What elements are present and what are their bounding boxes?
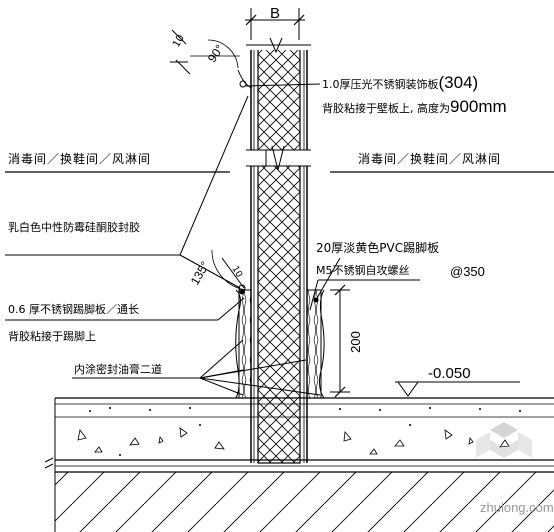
sealant-note: 乳白色中性防霉硅酮胶封胶 (8, 220, 140, 234)
svg-text:背胶粘接于壁板上, 高度为900mm: 背胶粘接于壁板上, 高度为900mm (322, 97, 507, 116)
angle-90-label: 90° (205, 42, 227, 65)
level-mark-label: -0.050 (428, 365, 471, 382)
steel-kick-note-line2: 背胶粘接于踢脚上 (8, 329, 96, 343)
level-mark: -0.050 (395, 365, 520, 397)
height-dimension: 200 (330, 284, 363, 398)
top-note: 1.0厚压光不锈钢装饰板(304) 背胶粘接于壁板上, 高度为900mm (322, 73, 507, 116)
svg-text:1.0厚压光不锈钢装饰板(304): 1.0厚压光不锈钢装饰板(304) (322, 73, 478, 92)
leader-lines (5, 83, 420, 396)
dimension-b: B (245, 5, 305, 40)
steel-kick-note-line1: 0.6 厚不锈钢踢脚板／通长 (8, 302, 139, 316)
coating-note: 内涂密封油膏二道 (74, 362, 162, 376)
top-angle-detail: 10 90° (170, 29, 253, 89)
pvc-note: 20厚淡黄色PVC踢脚板 (316, 240, 439, 255)
svg-text:10: 10 (171, 33, 187, 50)
wall-panel (246, 37, 311, 464)
height-200-label: 200 (348, 331, 363, 353)
top-note-line2-suffix: 900mm (450, 97, 507, 116)
top-note-line1-suffix: (304) (439, 73, 479, 92)
room-label-right: 消毒间／换鞋间／风淋间 (358, 151, 501, 166)
top-note-line1-prefix: 1.0厚压光不锈钢装饰板 (322, 77, 439, 91)
dimension-b-label: B (270, 5, 280, 22)
screw-note: M5不锈钢自攻螺丝 (316, 263, 410, 277)
svg-text:10: 10 (229, 265, 244, 280)
angle-135-label: 135° (188, 259, 213, 288)
screw-spacing: @350 (450, 264, 485, 279)
room-label-left: 消毒间／换鞋间／风淋间 (8, 151, 151, 166)
top-note-line2-prefix: 背胶粘接于壁板上, 高度为 (322, 101, 450, 115)
floor-slab (44, 397, 554, 532)
watermark-text: zhulong.com (480, 500, 554, 515)
watermark-logo (476, 422, 532, 458)
bottom-angle-detail: 10 135° (188, 249, 247, 292)
